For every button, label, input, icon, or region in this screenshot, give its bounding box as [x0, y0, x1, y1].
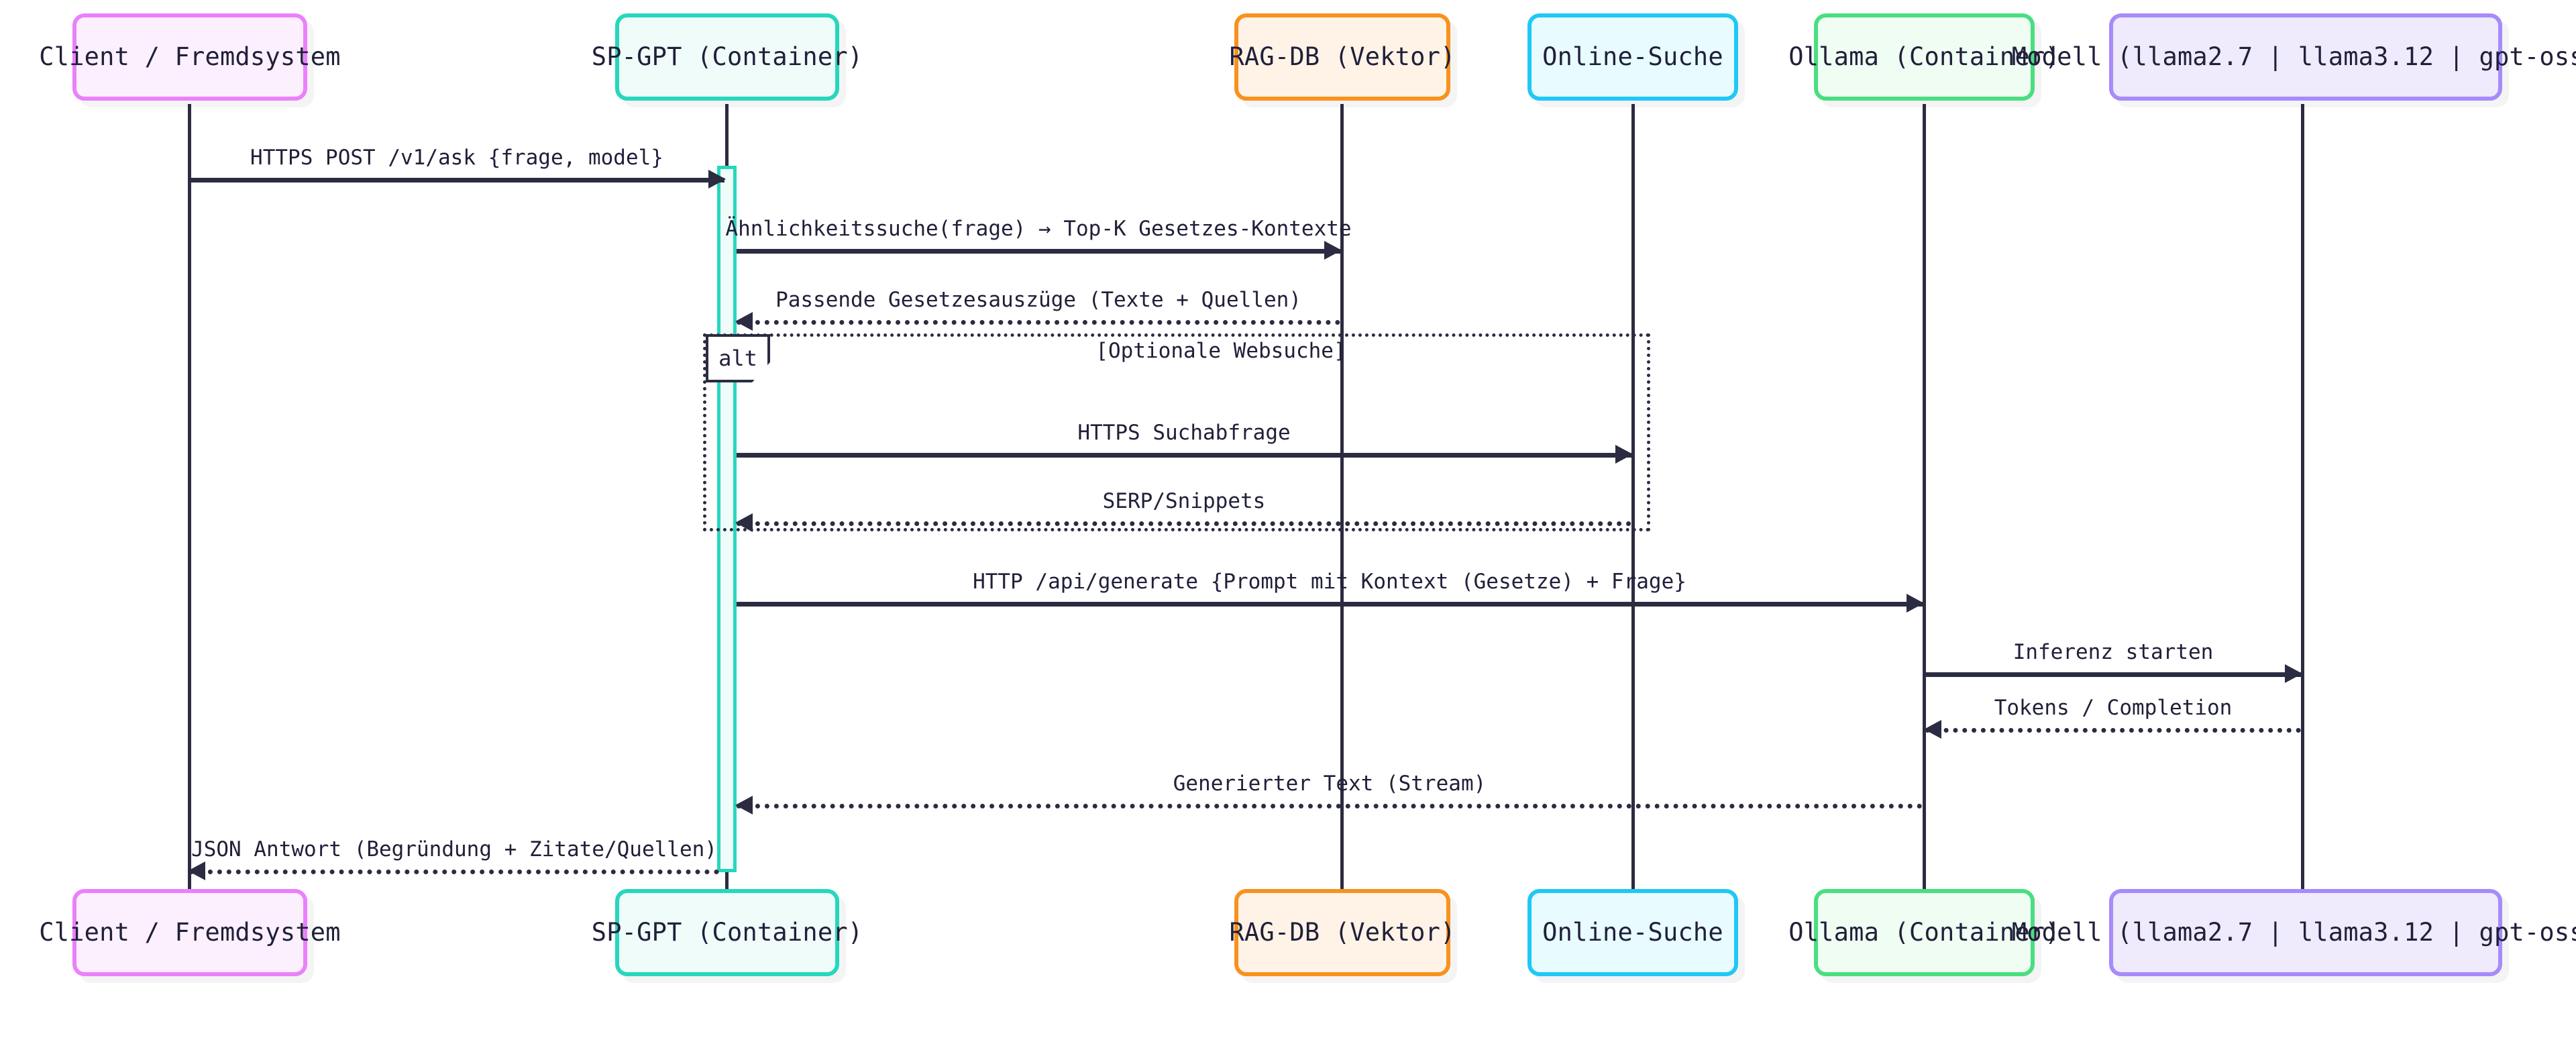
arrowhead-right-m4 — [1615, 445, 1633, 464]
participant-label-ollama-top: Ollama (Container) — [1788, 42, 2060, 71]
message-line-m1 — [189, 178, 724, 182]
participant-box-online-bottom[interactable]: Online-Suche — [1527, 889, 1738, 976]
message-line-m2 — [737, 249, 1340, 254]
arrowhead-left-m8 — [1924, 720, 1941, 739]
message-line-m4 — [737, 453, 1631, 458]
message-line-m10 — [189, 870, 719, 874]
participant-label-modell-bottom: Modell (llama2.7 | llama3.12 | gpt-oss) — [2011, 917, 2576, 947]
participant-label-client-top: Client / Fremdsystem — [39, 42, 341, 71]
message-label-m10: JSON Antwort (Begründung + Zitate/Quelle… — [191, 837, 717, 861]
participant-label-spgpt-bottom: SP-GPT (Container) — [591, 917, 863, 947]
message-label-m8: Tokens / Completion — [1994, 696, 2233, 720]
message-line-m8 — [1925, 728, 2301, 733]
participant-box-spgpt-bottom[interactable]: SP-GPT (Container) — [592, 889, 863, 976]
arrowhead-right-m6 — [1907, 594, 1924, 613]
participant-label-online-top: Online-Suche — [1542, 42, 1723, 71]
participant-box-client-bottom[interactable]: Client / Fremdsystem — [39, 889, 341, 976]
arrowhead-left-m10 — [188, 861, 205, 880]
fragment-operator-alt: alt — [706, 334, 770, 382]
message-line-m7 — [1925, 672, 2301, 677]
message-line-m6 — [737, 602, 1923, 607]
message-label-m3: Passende Gesetzesauszüge (Texte + Quelle… — [775, 288, 1301, 312]
message-label-m4: HTTPS Suchabfrage — [1077, 421, 1291, 445]
lifeline-online — [1631, 104, 1635, 889]
arrowhead-left-m5 — [735, 513, 753, 532]
participant-box-modell-bottom[interactable]: Modell (llama2.7 | llama3.12 | gpt-oss) — [2012, 889, 2576, 976]
activation-bar-spgpt — [717, 166, 737, 872]
participant-box-ragdb-top[interactable]: RAG-DB (Vektor) — [1229, 13, 1455, 101]
participant-box-online-top[interactable]: Online-Suche — [1527, 13, 1738, 101]
message-label-m5: SERP/Snippets — [1102, 489, 1266, 513]
arrowhead-right-m7 — [2285, 664, 2302, 683]
participant-label-online-bottom: Online-Suche — [1542, 917, 1723, 947]
message-label-m9: Generierter Text (Stream) — [1173, 772, 1487, 796]
message-label-m2: Ähnlichkeitssuche(frage) → Top-K Gesetze… — [725, 217, 1352, 241]
arrowhead-right-m2 — [1324, 241, 1342, 260]
message-line-m9 — [737, 804, 1923, 808]
arrowhead-left-m9 — [735, 796, 753, 815]
lifeline-modell — [2301, 104, 2304, 889]
arrowhead-right-m1 — [708, 170, 726, 189]
message-line-m5 — [737, 521, 1631, 526]
message-label-m7: Inferenz starten — [2012, 640, 2214, 664]
participant-box-ollama-bottom[interactable]: Ollama (Container) — [1788, 889, 2060, 976]
lifeline-ragdb — [1340, 104, 1344, 889]
message-label-m1: HTTPS POST /v1/ask {frage, model} — [250, 146, 663, 170]
fragment-operator-label: alt — [718, 346, 757, 371]
lifeline-client — [188, 104, 191, 889]
participant-box-spgpt-top[interactable]: SP-GPT (Container) — [592, 13, 863, 101]
participant-label-modell-top: Modell (llama2.7 | llama3.12 | gpt-oss) — [2011, 42, 2576, 71]
participant-label-client-bottom: Client / Fremdsystem — [39, 917, 341, 947]
participant-box-client-top[interactable]: Client / Fremdsystem — [39, 13, 341, 101]
message-line-m3 — [737, 320, 1340, 325]
lifeline-ollama — [1923, 104, 1926, 889]
participant-label-ragdb-top: RAG-DB (Vektor) — [1229, 42, 1456, 71]
participant-box-ollama-top[interactable]: Ollama (Container) — [1788, 13, 2060, 101]
participant-box-modell-top[interactable]: Modell (llama2.7 | llama3.12 | gpt-oss) — [2012, 13, 2576, 101]
message-label-m6: HTTP /api/generate {Prompt mit Kontext (… — [973, 570, 1686, 594]
participant-label-ragdb-bottom: RAG-DB (Vektor) — [1229, 917, 1456, 947]
fragment-condition-label: [Optionale Websuche] — [1095, 339, 1346, 363]
arrowhead-left-m3 — [735, 312, 753, 331]
fragment-condition-alt: [Optionale Websuche] — [1095, 341, 1346, 362]
participant-label-spgpt-top: SP-GPT (Container) — [591, 42, 863, 71]
participant-box-ragdb-bottom[interactable]: RAG-DB (Vektor) — [1229, 889, 1455, 976]
participant-label-ollama-bottom: Ollama (Container) — [1788, 917, 2060, 947]
